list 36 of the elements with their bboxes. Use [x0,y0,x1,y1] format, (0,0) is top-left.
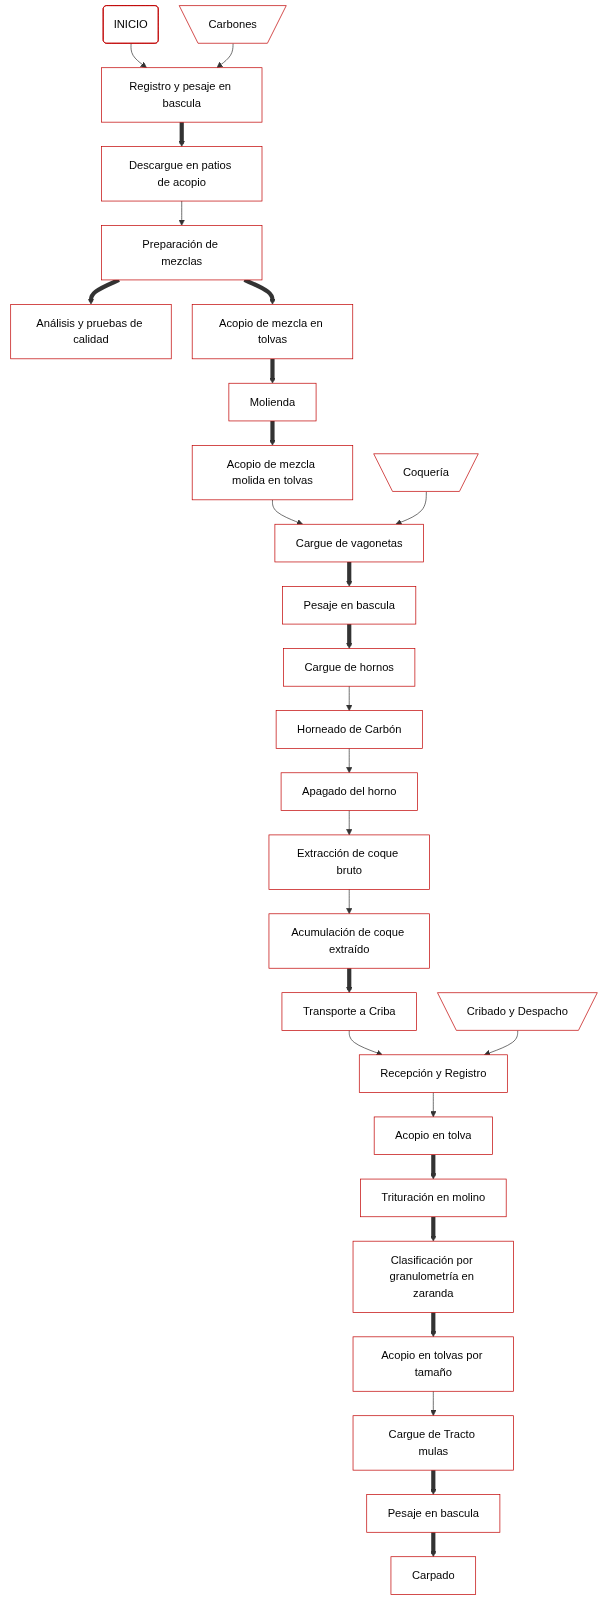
arrow [346,968,353,993]
arrow [430,1312,437,1338]
node-box: Apagado del horno [280,772,418,811]
node-box: Descargue en patios de acopio [101,146,263,202]
arrow [243,278,276,305]
node-box: Extracción de coque bruto [268,834,430,890]
node-box: Acopio en tolvas por tamaño [352,1336,514,1392]
node-box: Horneado de Carbón [275,710,423,749]
node-box: Análisis y pruebas de calidad [10,304,172,360]
arrow [346,561,353,587]
node-box: Acopio en tolva [373,1116,493,1155]
node-box: Cargue de Tracto mulas [352,1415,514,1471]
node-box: Cargue de hornos [283,648,416,687]
node-box: Pesaje en bascula [282,586,417,625]
node-box: Clasificación por granulometría en zaranda [352,1240,514,1313]
arrow [430,1154,437,1180]
arrow [87,278,120,305]
arrow [346,624,353,649]
arrow [430,1470,437,1495]
arrow [178,122,185,147]
node-box: Recepción y Registro [358,1054,508,1093]
node-box: Acumulación de coque extraído [268,913,430,969]
node-box: Registro y pesaje en bascula [101,67,263,123]
node-box: Acopio de mezcla molida en tolvas [191,445,354,501]
node-box: Carpado [390,1556,477,1595]
node-box: Transporte a Criba [281,992,417,1031]
node-box: Acopio de mezcla en tolvas [191,304,354,360]
node-box: Pesaje en bascula [366,1494,501,1533]
node-box: Trituración en molino [360,1178,507,1218]
arrow [430,1532,437,1557]
arrow [269,358,276,384]
node-box: Preparación de mezclas [101,225,263,281]
node-box: Cargue de vagonetas [274,523,424,563]
arrow [269,420,276,446]
arrow [430,1216,437,1242]
node-box: Molienda [228,382,317,422]
